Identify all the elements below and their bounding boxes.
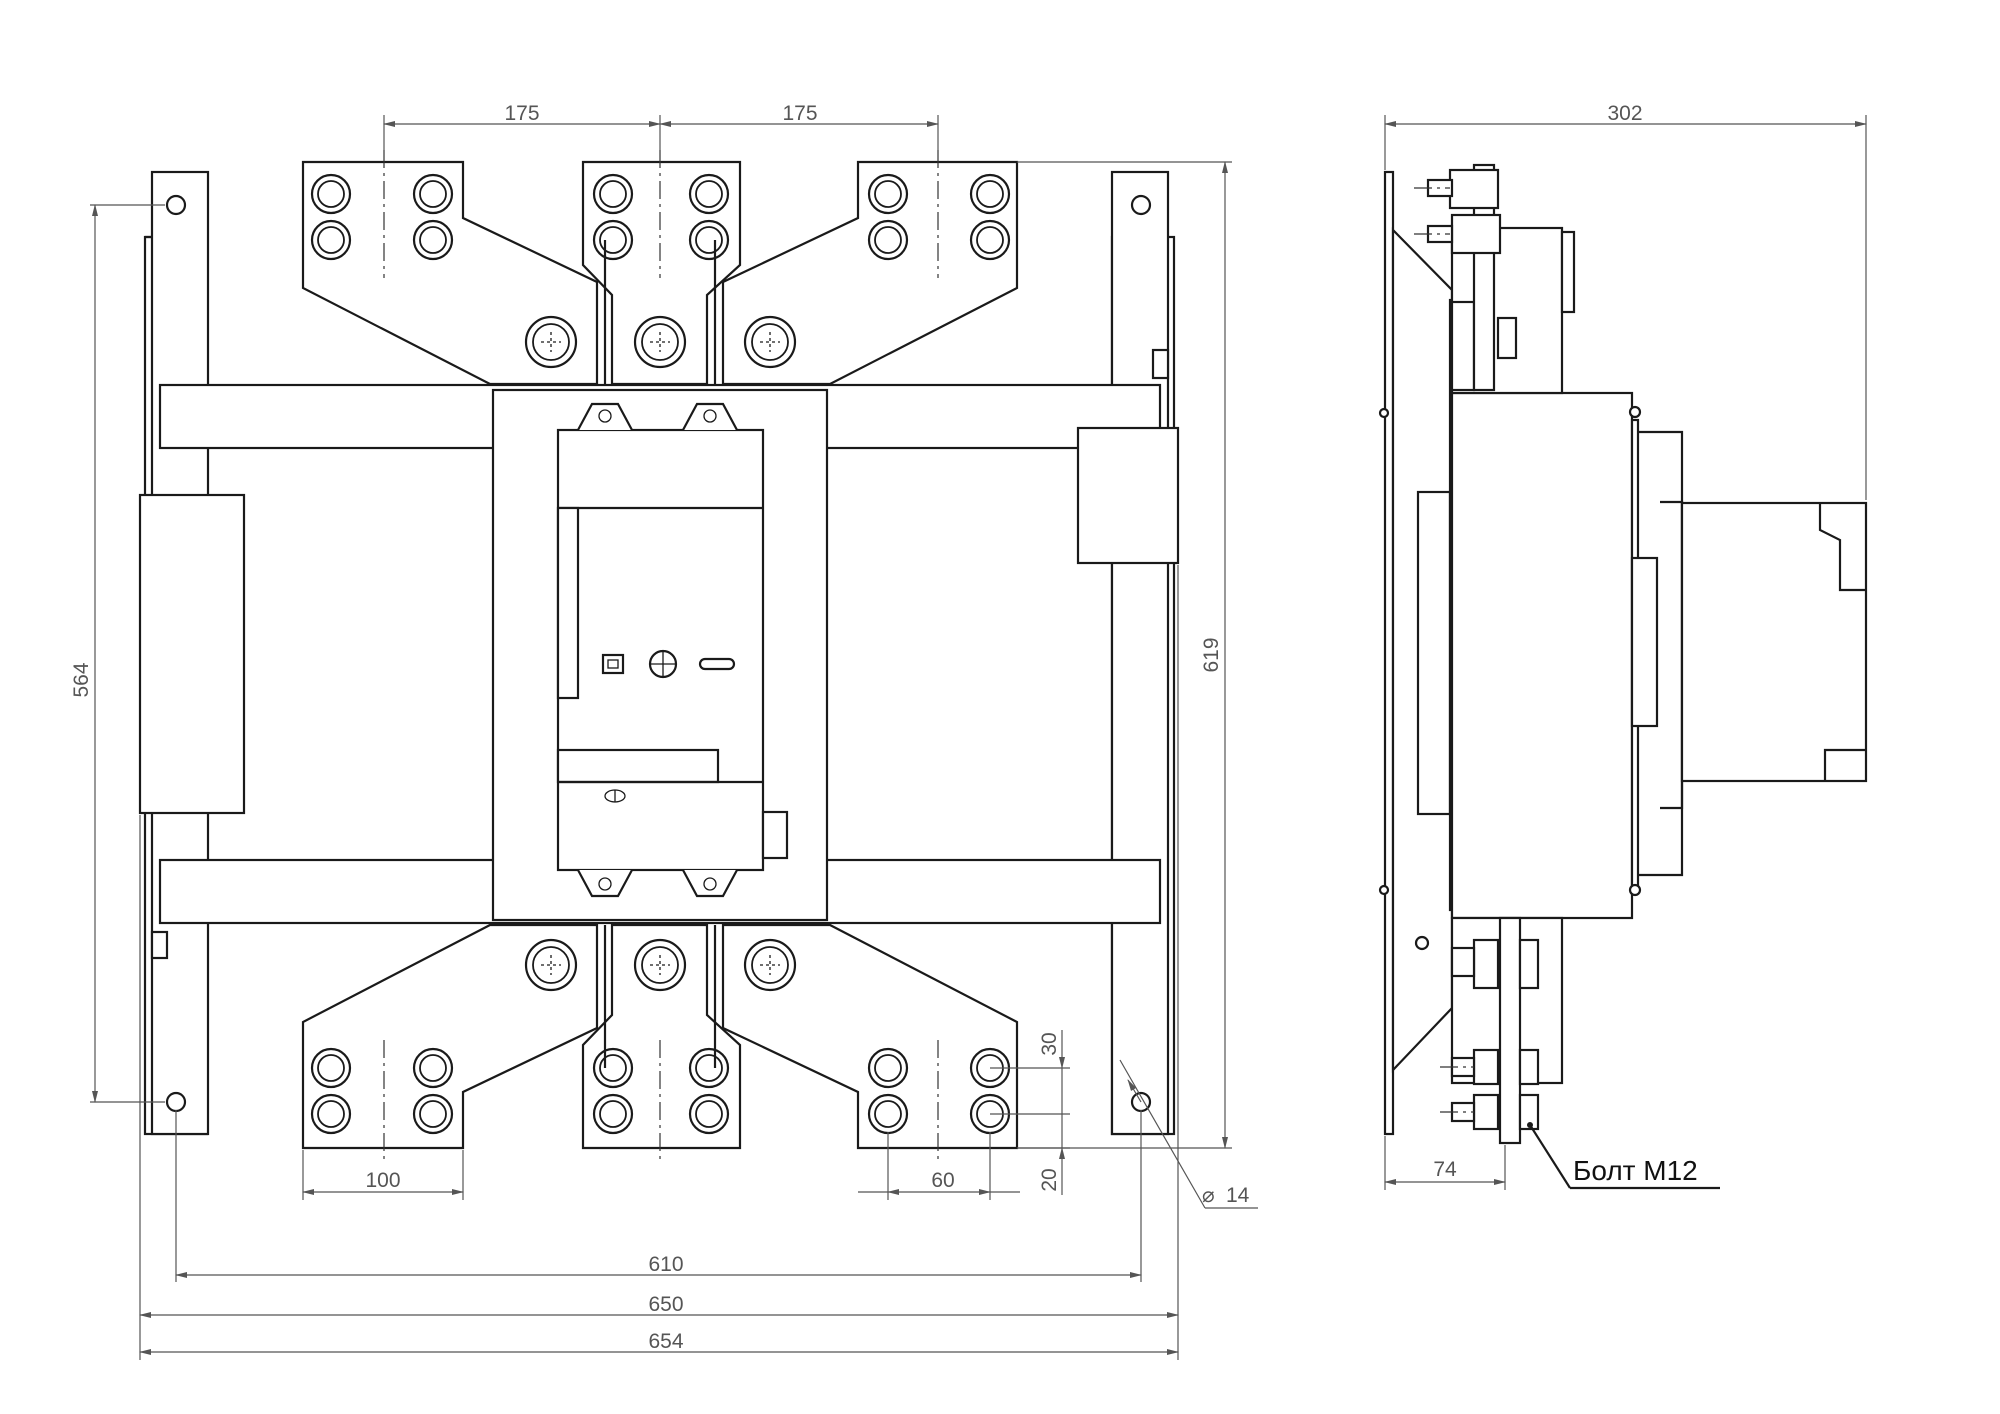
bolt-icon [688, 173, 730, 215]
bolt-icon [867, 173, 909, 215]
dim-pitch-left: 175 [504, 102, 539, 125]
bolt-icon [310, 1093, 352, 1135]
bolt-icon [592, 1047, 634, 1089]
bolt-icon [592, 1093, 634, 1135]
bolt-icon [412, 219, 454, 261]
screw-icon [633, 938, 687, 992]
terminal-bottom-center [581, 923, 742, 1150]
screw-icon [743, 938, 797, 992]
right-mounting-rail [1110, 170, 1176, 1136]
top-terminals [301, 150, 1019, 386]
dim-hole-diameter-symbol: ⌀ [1202, 1184, 1215, 1207]
dim-base-width: 650 [648, 1293, 683, 1316]
terminal-bottom-right [721, 923, 1019, 1150]
bolt-icon [310, 219, 352, 261]
side-view: 302 74 Болт М12 [1378, 102, 1868, 1190]
bolt-icon [310, 173, 352, 215]
dim-pitch-right: 175 [782, 102, 817, 125]
bottom-terminals [301, 923, 1019, 1162]
dim-depth: 302 [1607, 102, 1642, 125]
bolt-icon [969, 219, 1011, 261]
bolt-icon [867, 219, 909, 261]
bolt-icon [867, 1093, 909, 1135]
bolt-icon [867, 1047, 909, 1089]
dim-overall-width: 654 [648, 1330, 683, 1353]
control-module [556, 240, 789, 1068]
dim-hole-spacing: 610 [648, 1253, 683, 1276]
side-body [1450, 391, 1634, 920]
indicator-icon [601, 653, 625, 675]
bolt-icon [592, 219, 634, 261]
dim-terminal-width: 100 [365, 1169, 400, 1192]
left-side-box [138, 493, 246, 815]
terminal-top-right [721, 160, 1019, 386]
side-handle-module [1680, 501, 1868, 783]
dim-bolt-spacing: 60 [931, 1169, 954, 1192]
dim-terminal-offset: 74 [1433, 1158, 1457, 1181]
dim-edge-offset: 20 [1038, 1168, 1061, 1191]
front-view: 175 175 564 619 100 60 [70, 102, 1258, 1360]
terminal-top-center [581, 160, 742, 386]
bolt-icon [688, 219, 730, 261]
bolt-icon [412, 1047, 454, 1089]
dim-height-619: 619 [1200, 637, 1223, 672]
terminal-bottom-left [301, 923, 599, 1150]
dim-height-564: 564 [70, 662, 93, 697]
bolt-callout-label: Болт М12 [1573, 1155, 1698, 1186]
dim-hole-diameter: 14 [1226, 1184, 1250, 1207]
right-side-box [1076, 426, 1180, 565]
mounting-hole-top-right [1130, 194, 1152, 216]
screw-icon [524, 315, 578, 369]
mounting-hole-top-left [165, 194, 187, 216]
screw-icon [743, 315, 797, 369]
slot-icon [698, 657, 736, 671]
front-dimensions: 175 175 564 619 100 60 [70, 102, 1258, 1360]
bolt-icon [412, 1093, 454, 1135]
bolt-icon [688, 1093, 730, 1135]
bolt-icon [688, 1047, 730, 1089]
bolt-icon [412, 173, 454, 215]
bolt-icon [969, 173, 1011, 215]
mounting-hole-bottom-left [165, 1091, 187, 1113]
dim-bolt-vertical: 30 [1038, 1032, 1061, 1055]
terminal-top-left [301, 160, 599, 386]
screw-icon [633, 315, 687, 369]
bolt-icon [592, 173, 634, 215]
screw-icon [524, 938, 578, 992]
bolt-icon [310, 1047, 352, 1089]
